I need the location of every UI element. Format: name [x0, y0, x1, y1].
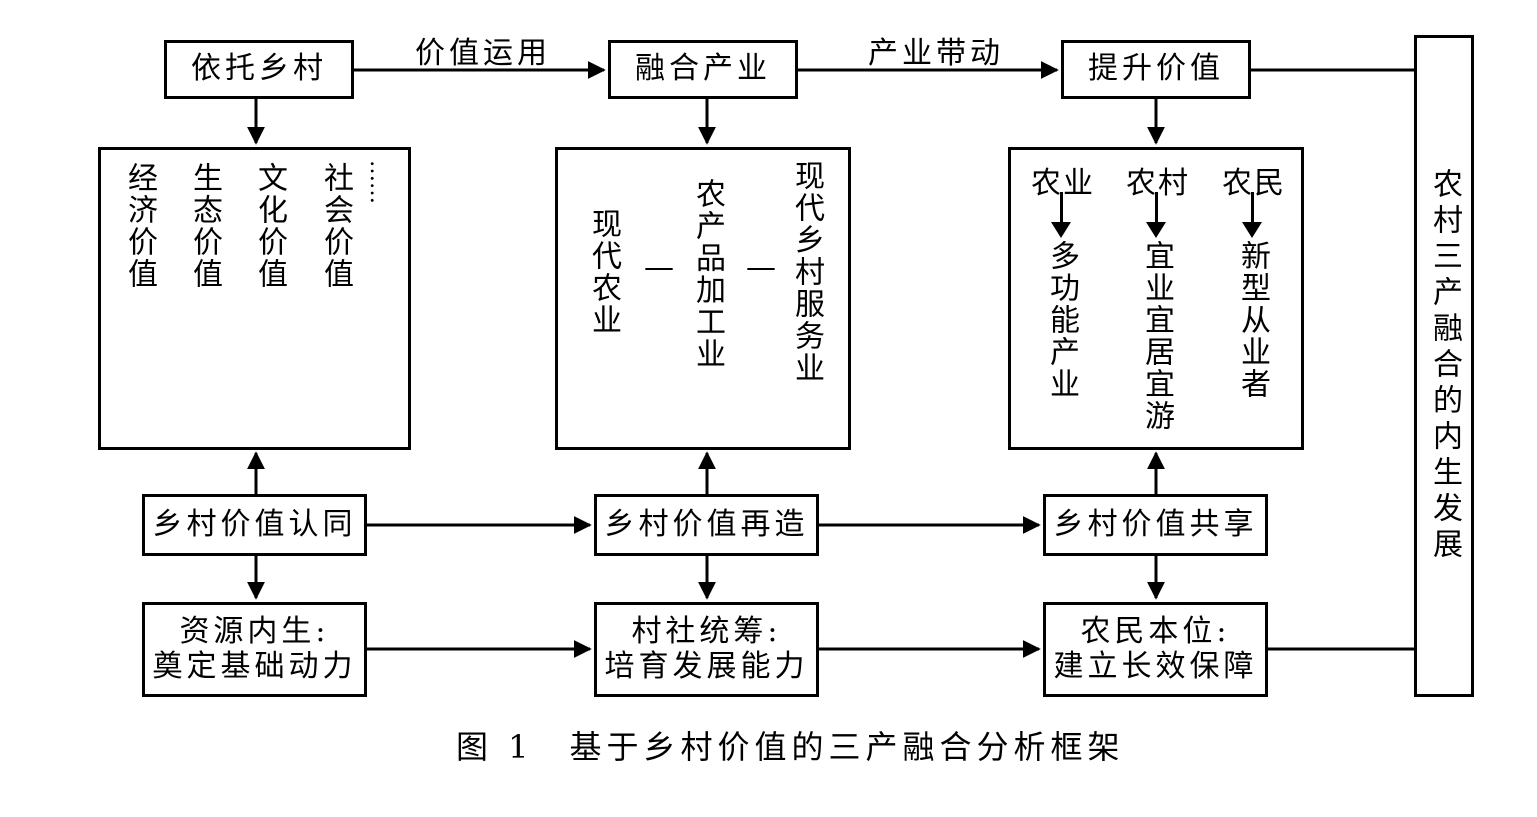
- value-item-social: 社会价值: [318, 162, 353, 290]
- farmer-centered-line2: 建立长效保障: [1053, 648, 1258, 684]
- arrow-rural-1: [1051, 192, 1071, 238]
- value-item-ellipsis: ……: [365, 160, 390, 204]
- side-box-label: 农村三产融合的内生发展: [1427, 168, 1462, 564]
- industry-item-rural-services: 现代乡村服务业: [789, 160, 824, 384]
- box-raise-value: 提升价值: [1061, 40, 1251, 99]
- rural-head-farmers: 农民: [1222, 166, 1286, 201]
- industry-separator-2: —: [746, 250, 776, 285]
- value-item-ecological: 生态价值: [187, 162, 222, 290]
- arrow-label-value-use: 价值运用: [415, 36, 551, 71]
- value-item-economic: 经济价值: [122, 162, 157, 290]
- industry-item-processing: 农产品加工业: [690, 178, 725, 370]
- box-value-sharing: 乡村价值共享: [1043, 494, 1268, 556]
- panel-village-values: [98, 147, 411, 450]
- village-coordination-line1: 村社统筹:: [631, 614, 782, 649]
- side-box-endogenous-development: 农村三产融合的内生发展: [1414, 35, 1474, 697]
- resource-endogenous-line2: 奠定基础动力: [152, 648, 357, 684]
- box-value-recognition: 乡村价值认同: [142, 494, 367, 556]
- industry-item-modern-agriculture: 现代农业: [586, 208, 621, 336]
- rural-body-new-farmers: 新型从业者: [1235, 240, 1270, 400]
- box-value-recreation: 乡村价值再造: [594, 494, 819, 556]
- value-item-cultural: 文化价值: [252, 162, 287, 290]
- figure-title: 基于乡村价值的三产融合分析框架: [569, 728, 1125, 766]
- panel-industries: [555, 147, 851, 450]
- box-resource-endogenous: 资源内生: 奠定基础动力: [142, 602, 367, 697]
- rural-head-agriculture: 农业: [1031, 166, 1095, 201]
- figure-caption: 图 1 基于乡村价值的三产融合分析框架: [456, 722, 1125, 768]
- rural-body-livable-village: 宜业宜居宜游: [1139, 240, 1174, 432]
- arrow-rural-2: [1146, 192, 1166, 238]
- figure-number: 图 1: [456, 728, 534, 766]
- rural-head-village: 农村: [1126, 166, 1190, 201]
- box-integrate-industry: 融合产业: [608, 40, 798, 99]
- farmer-centered-line1: 农民本位:: [1080, 614, 1231, 649]
- resource-endogenous-line1: 资源内生:: [179, 614, 330, 649]
- arrow-rural-3: [1242, 192, 1262, 238]
- village-coordination-line2: 培育发展能力: [604, 648, 809, 684]
- box-rely-on-village: 依托乡村: [164, 40, 354, 99]
- industry-separator-1: —: [644, 250, 674, 285]
- box-village-coordination: 村社统筹: 培育发展能力: [594, 602, 819, 697]
- arrow-label-industry-drive: 产业带动: [868, 36, 1004, 71]
- rural-body-multifunctional-industry: 多功能产业: [1044, 240, 1079, 400]
- box-farmer-centered: 农民本位: 建立长效保障: [1043, 602, 1268, 697]
